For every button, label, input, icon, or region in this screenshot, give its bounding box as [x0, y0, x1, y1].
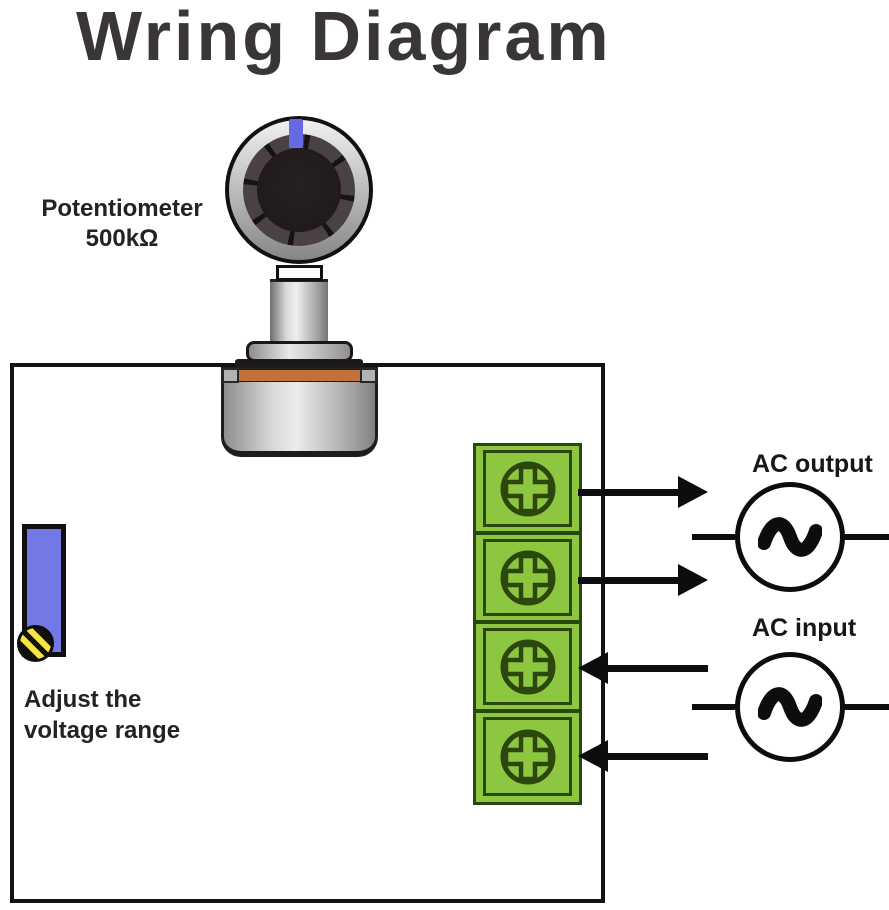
ac-output-label: AC output	[752, 450, 873, 478]
sine-wave-icon	[758, 687, 822, 727]
sine-wave-icon	[758, 517, 822, 557]
potentiometer-shaft	[270, 279, 328, 347]
potentiometer-body	[221, 382, 378, 457]
knob-indicator-icon	[289, 119, 303, 148]
terminal-cell	[476, 624, 579, 713]
arrow-head	[678, 476, 708, 508]
trimmer-screw-icon	[17, 625, 54, 662]
arrow-head	[678, 564, 708, 596]
potentiometer-tab-right	[360, 368, 377, 383]
arrow-line	[606, 753, 708, 760]
page-title: Wring Diagram	[76, 0, 612, 75]
ac-output-lead-right	[843, 534, 889, 540]
screw-icon	[500, 639, 555, 694]
potentiometer-tab-left	[222, 368, 239, 383]
arrow-left-icon	[578, 652, 708, 684]
potentiometer-label-block: Potentiometer 500kΩ	[18, 194, 226, 254]
terminal-cell-frame	[483, 450, 572, 527]
ac-input-lead-right	[843, 704, 889, 710]
arrow-line	[578, 577, 680, 584]
terminal-cell-frame	[483, 628, 572, 705]
arrow-left-icon	[578, 740, 708, 772]
ac-input-label: AC input	[752, 614, 857, 642]
terminal-cell-frame	[483, 717, 572, 796]
potentiometer-label: Potentiometer	[41, 195, 203, 222]
arrow-line	[606, 665, 708, 672]
arrow-right-icon	[578, 476, 708, 508]
trimmer-label: Adjust the voltage range	[24, 684, 180, 746]
terminal-cell	[476, 713, 579, 800]
ac-output-lead-left	[692, 534, 737, 540]
ac-output-source-icon	[735, 482, 845, 592]
potentiometer-mounting-plate	[235, 359, 363, 370]
trimmer-label-line2: voltage range	[24, 717, 181, 744]
potentiometer-collar	[276, 265, 323, 281]
terminal-cell-frame	[483, 539, 572, 616]
screw-icon	[500, 461, 555, 516]
screw-icon	[500, 550, 555, 605]
knob-core	[257, 148, 341, 232]
ac-input-lead-left	[692, 704, 737, 710]
arrow-line	[578, 489, 680, 496]
arrow-head	[578, 652, 608, 684]
arrow-head	[578, 740, 608, 772]
arrow-right-icon	[578, 564, 708, 596]
terminal-block	[473, 443, 582, 805]
trimmer-label-line1: Adjust the	[24, 686, 142, 713]
potentiometer-value: 500kΩ	[85, 225, 159, 252]
ac-input-source-icon	[735, 652, 845, 762]
terminal-cell	[476, 446, 579, 535]
terminal-cell	[476, 535, 579, 624]
screw-icon	[500, 729, 555, 784]
